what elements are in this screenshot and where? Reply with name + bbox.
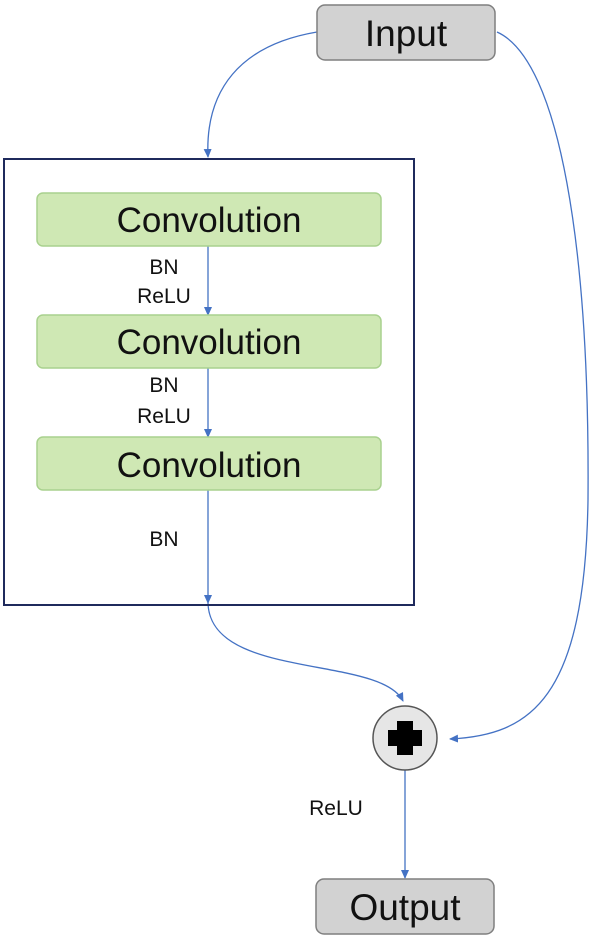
conv-layer-2: Convolution: [36, 314, 382, 369]
layer-3-bn-label: BN: [149, 528, 178, 551]
input-node: Input: [316, 4, 496, 61]
input-to-block-connector: [203, 31, 318, 158]
after-add-relu-label: ReLU: [309, 797, 363, 820]
layer-2-bn-label: BN: [149, 374, 178, 397]
block-to-add-connector: [207, 602, 404, 702]
skip-connection: [449, 31, 589, 743]
input-label: Input: [365, 13, 448, 54]
add-node: [372, 705, 438, 771]
conv-layer-3-label: Convolution: [117, 446, 302, 485]
layer-1-relu-label: ReLU: [137, 285, 191, 308]
layer-1-bn-label: BN: [149, 256, 178, 279]
output-label: Output: [349, 887, 461, 928]
residual-block-frame: [3, 158, 415, 606]
plus-icon: [388, 721, 422, 755]
output-node: Output: [315, 878, 495, 935]
conv-layer-3: Convolution: [36, 436, 382, 491]
conv-layer-1: Convolution: [36, 192, 382, 247]
layer-2-relu-label: ReLU: [137, 405, 191, 428]
conv-layer-1-label: Convolution: [117, 201, 302, 240]
conv-layer-2-label: Convolution: [117, 323, 302, 362]
